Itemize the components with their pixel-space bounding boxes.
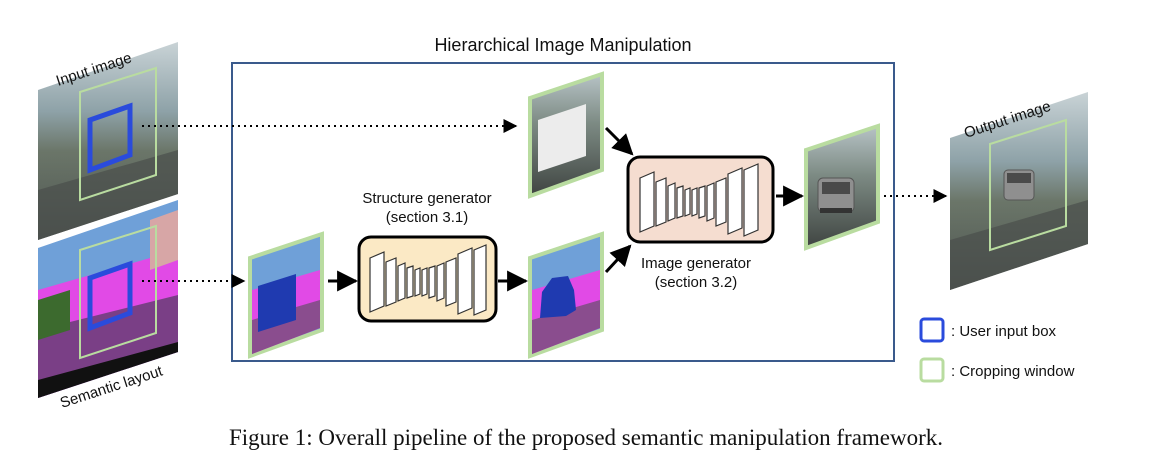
legend-user-box-label: : User input box (951, 323, 1057, 340)
legend: : User input box : Cropping window (919, 317, 1075, 383)
user-input-box-layout (87, 260, 133, 332)
masked-image (528, 71, 604, 199)
image-generator-name: Image generator (641, 255, 751, 272)
user-input-box-swatch (919, 317, 945, 343)
semantic-layout-image (38, 200, 178, 398)
encoder-decoder-icon (639, 163, 759, 237)
generated-car-mask (540, 276, 576, 318)
manipulation-panel (231, 62, 895, 362)
generated-image (804, 123, 880, 251)
input-image (38, 42, 178, 240)
structure-generator-section: (section 3.1) (386, 209, 469, 226)
legend-crop-window-label: : Cropping window (951, 363, 1075, 380)
crop-window-layout (79, 224, 157, 360)
user-input-box-input (87, 102, 133, 174)
car-shape (1003, 169, 1035, 201)
structure-generator-name: Structure generator (362, 190, 491, 207)
image-generator (626, 155, 775, 244)
generated-layout (528, 231, 604, 359)
structure-generator (357, 235, 498, 323)
solid-arrow-icon (604, 244, 632, 274)
image-generator-section: (section 3.2) (655, 274, 738, 291)
figure-caption: Figure 1: Overall pipeline of the propos… (229, 425, 943, 450)
output-image (950, 92, 1088, 290)
cropped-layout (248, 231, 324, 359)
crop-window-input (79, 66, 157, 202)
masked-region (258, 274, 296, 332)
solid-arrow-icon (604, 126, 634, 156)
panel-title: Hierarchical Image Manipulation (434, 35, 691, 55)
crop-window-output (989, 118, 1067, 252)
car-shape (817, 177, 855, 213)
blank-region (538, 104, 586, 172)
encoder-decoder-icon (369, 244, 487, 316)
cropping-window-swatch (919, 357, 945, 383)
